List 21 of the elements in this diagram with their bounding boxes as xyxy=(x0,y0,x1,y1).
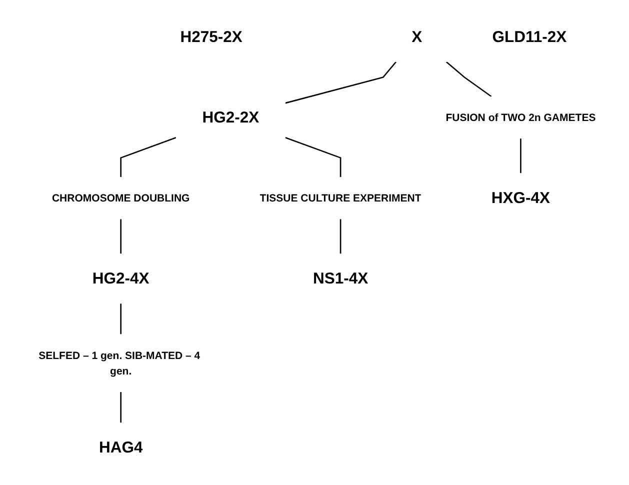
node-text: CHROMOSOME DOUBLING xyxy=(52,192,190,204)
connector xyxy=(446,62,492,98)
node-text: FUSION of TWO 2n GAMETES xyxy=(446,112,596,124)
connector xyxy=(120,392,122,423)
node-text: NS1-4X xyxy=(312,270,368,288)
connector xyxy=(120,137,176,178)
node-text: HXG-4X xyxy=(491,189,550,207)
node-text: X xyxy=(412,28,422,46)
node-text: HAG4 xyxy=(98,438,143,456)
connector xyxy=(120,219,122,254)
node-text: SELFED – 1 gen. SIB-MATED – 4 gen. xyxy=(38,349,200,378)
node-text: HG2-2X xyxy=(202,108,260,126)
node-text: H275-2X xyxy=(180,28,242,46)
node-text: GLD11-2X xyxy=(492,28,567,46)
node-text: TISSUE CULTURE EXPERIMENT xyxy=(260,192,422,204)
connector xyxy=(285,62,396,104)
connector xyxy=(120,304,122,334)
connector xyxy=(340,219,342,254)
connector xyxy=(520,138,522,174)
connector xyxy=(285,137,342,178)
node-text: HG2-4X xyxy=(92,270,150,288)
